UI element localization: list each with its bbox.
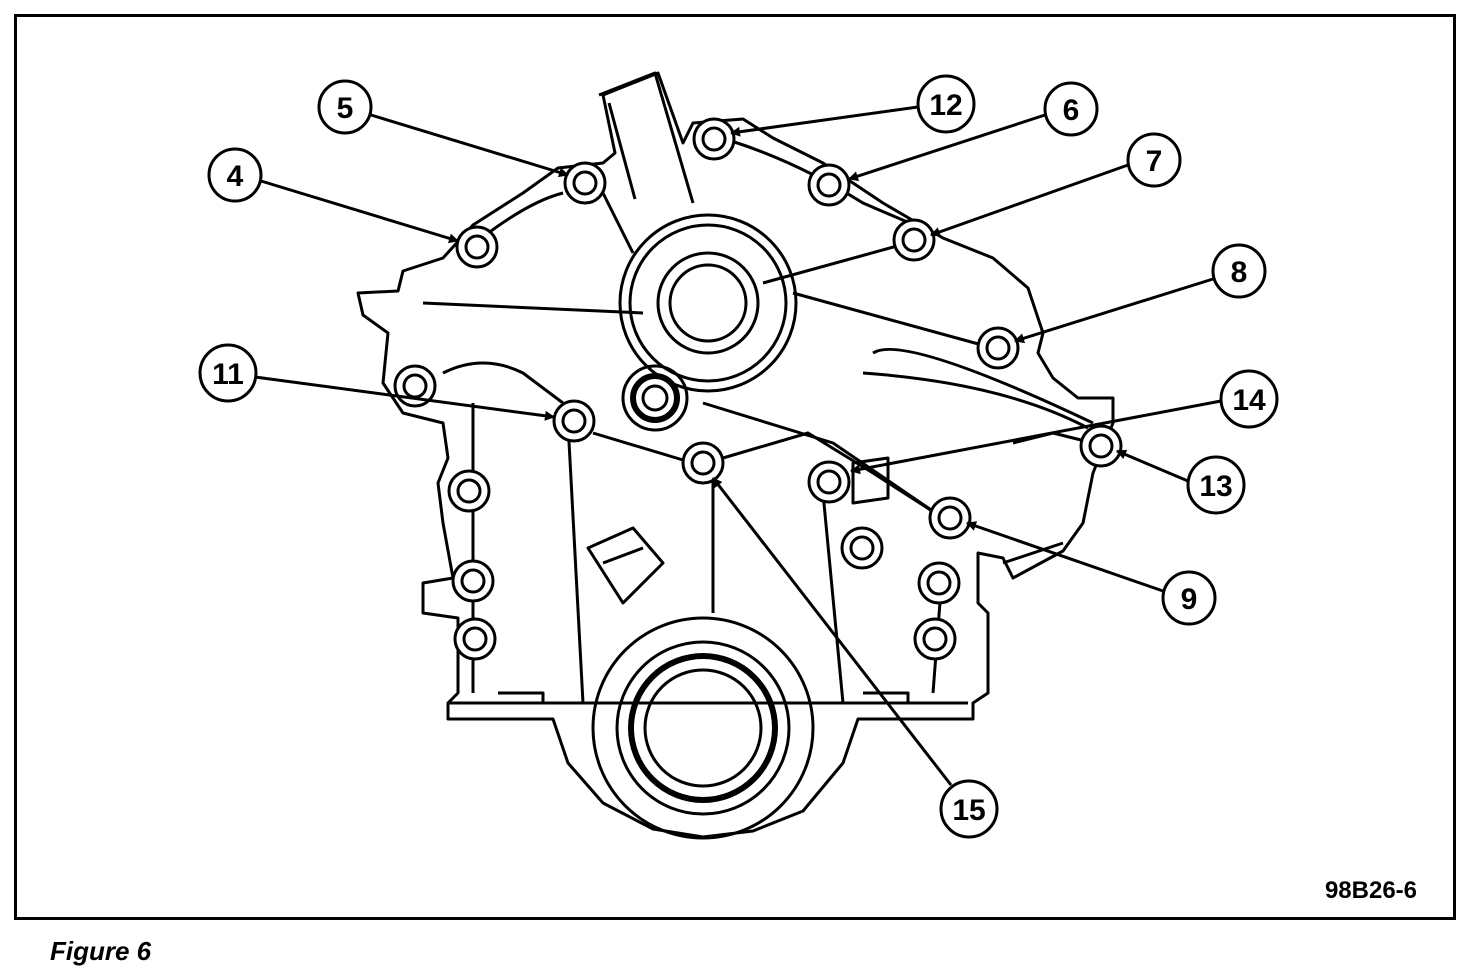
callout-label: 9: [1181, 583, 1198, 616]
callout-circle-9: 9: [1161, 570, 1217, 626]
leader-lines: [254, 105, 1222, 786]
callout-circle-14: 14: [1219, 369, 1279, 429]
callout-circle-15: 15: [939, 779, 999, 839]
callout-circle-4: 4: [207, 147, 263, 203]
callout-circle-13: 13: [1186, 455, 1246, 515]
bolt-hole: [455, 225, 499, 269]
small-boss: [621, 364, 689, 432]
bolt-hole: [552, 399, 596, 443]
callout-label: 5: [337, 92, 354, 125]
bolt-hole: [807, 163, 851, 207]
callout-circles: 4 5 6 7 8 9 11 12 13 14 15: [198, 74, 1279, 839]
callout-circle-7: 7: [1126, 132, 1182, 188]
crankshaft-seal-bore: [591, 616, 815, 840]
callout-label: 12: [929, 89, 962, 122]
bolt-hole: [807, 460, 851, 504]
timing-cover-outline: [356, 71, 1115, 839]
callout-label: 6: [1063, 94, 1080, 127]
leader-line: [254, 375, 555, 421]
bolt-hole: [681, 441, 725, 485]
callout-label: 7: [1146, 145, 1163, 178]
bolt-hole: [913, 617, 957, 661]
bolt-holes: [393, 117, 1123, 661]
bolt-hole: [563, 161, 607, 205]
bolt-hole: [928, 496, 972, 540]
callout-label: 8: [1231, 256, 1248, 289]
bolt-hole: [976, 326, 1020, 370]
timing-cover-drawing: 4 5 6 7 8 9 11 12 13 14 15: [198, 71, 1279, 840]
bolt-hole: [917, 561, 961, 605]
leader-line: [966, 521, 1164, 593]
callout-circle-11: 11: [198, 343, 258, 403]
callout-circle-8: 8: [1211, 243, 1267, 299]
leader-line: [1014, 277, 1214, 344]
bolt-hole: [447, 469, 491, 513]
callout-label: 11: [212, 358, 244, 391]
bolt-hole: [840, 526, 884, 570]
callout-circle-5: 5: [317, 79, 373, 135]
bolt-hole: [1079, 424, 1123, 468]
callout-label: 14: [1232, 384, 1266, 417]
leader-line: [730, 105, 919, 137]
leader-line: [260, 179, 459, 244]
callout-circle-12: 12: [916, 74, 976, 134]
water-pump-bore: [618, 213, 798, 393]
callout-circle-6: 6: [1043, 81, 1099, 137]
leader-line: [848, 113, 1046, 181]
leader-line: [850, 399, 1222, 475]
callout-label: 4: [227, 160, 244, 193]
drawing-id: 98B26-6: [1324, 877, 1417, 904]
leader-line: [370, 113, 569, 178]
figure-caption: Figure 6: [50, 936, 152, 966]
bolt-hole: [453, 617, 497, 661]
figure-frame: 4 5 6 7 8 9 11 12 13 14 15 98B26-6: [14, 14, 1456, 920]
leader-line: [711, 477, 953, 786]
callout-label: 15: [952, 794, 985, 827]
leader-line: [1116, 449, 1189, 483]
leader-line: [930, 163, 1129, 237]
bolt-hole: [892, 218, 936, 262]
bolt-hole: [451, 559, 495, 603]
bolt-hole: [692, 117, 736, 161]
callout-label: 13: [1199, 470, 1232, 503]
